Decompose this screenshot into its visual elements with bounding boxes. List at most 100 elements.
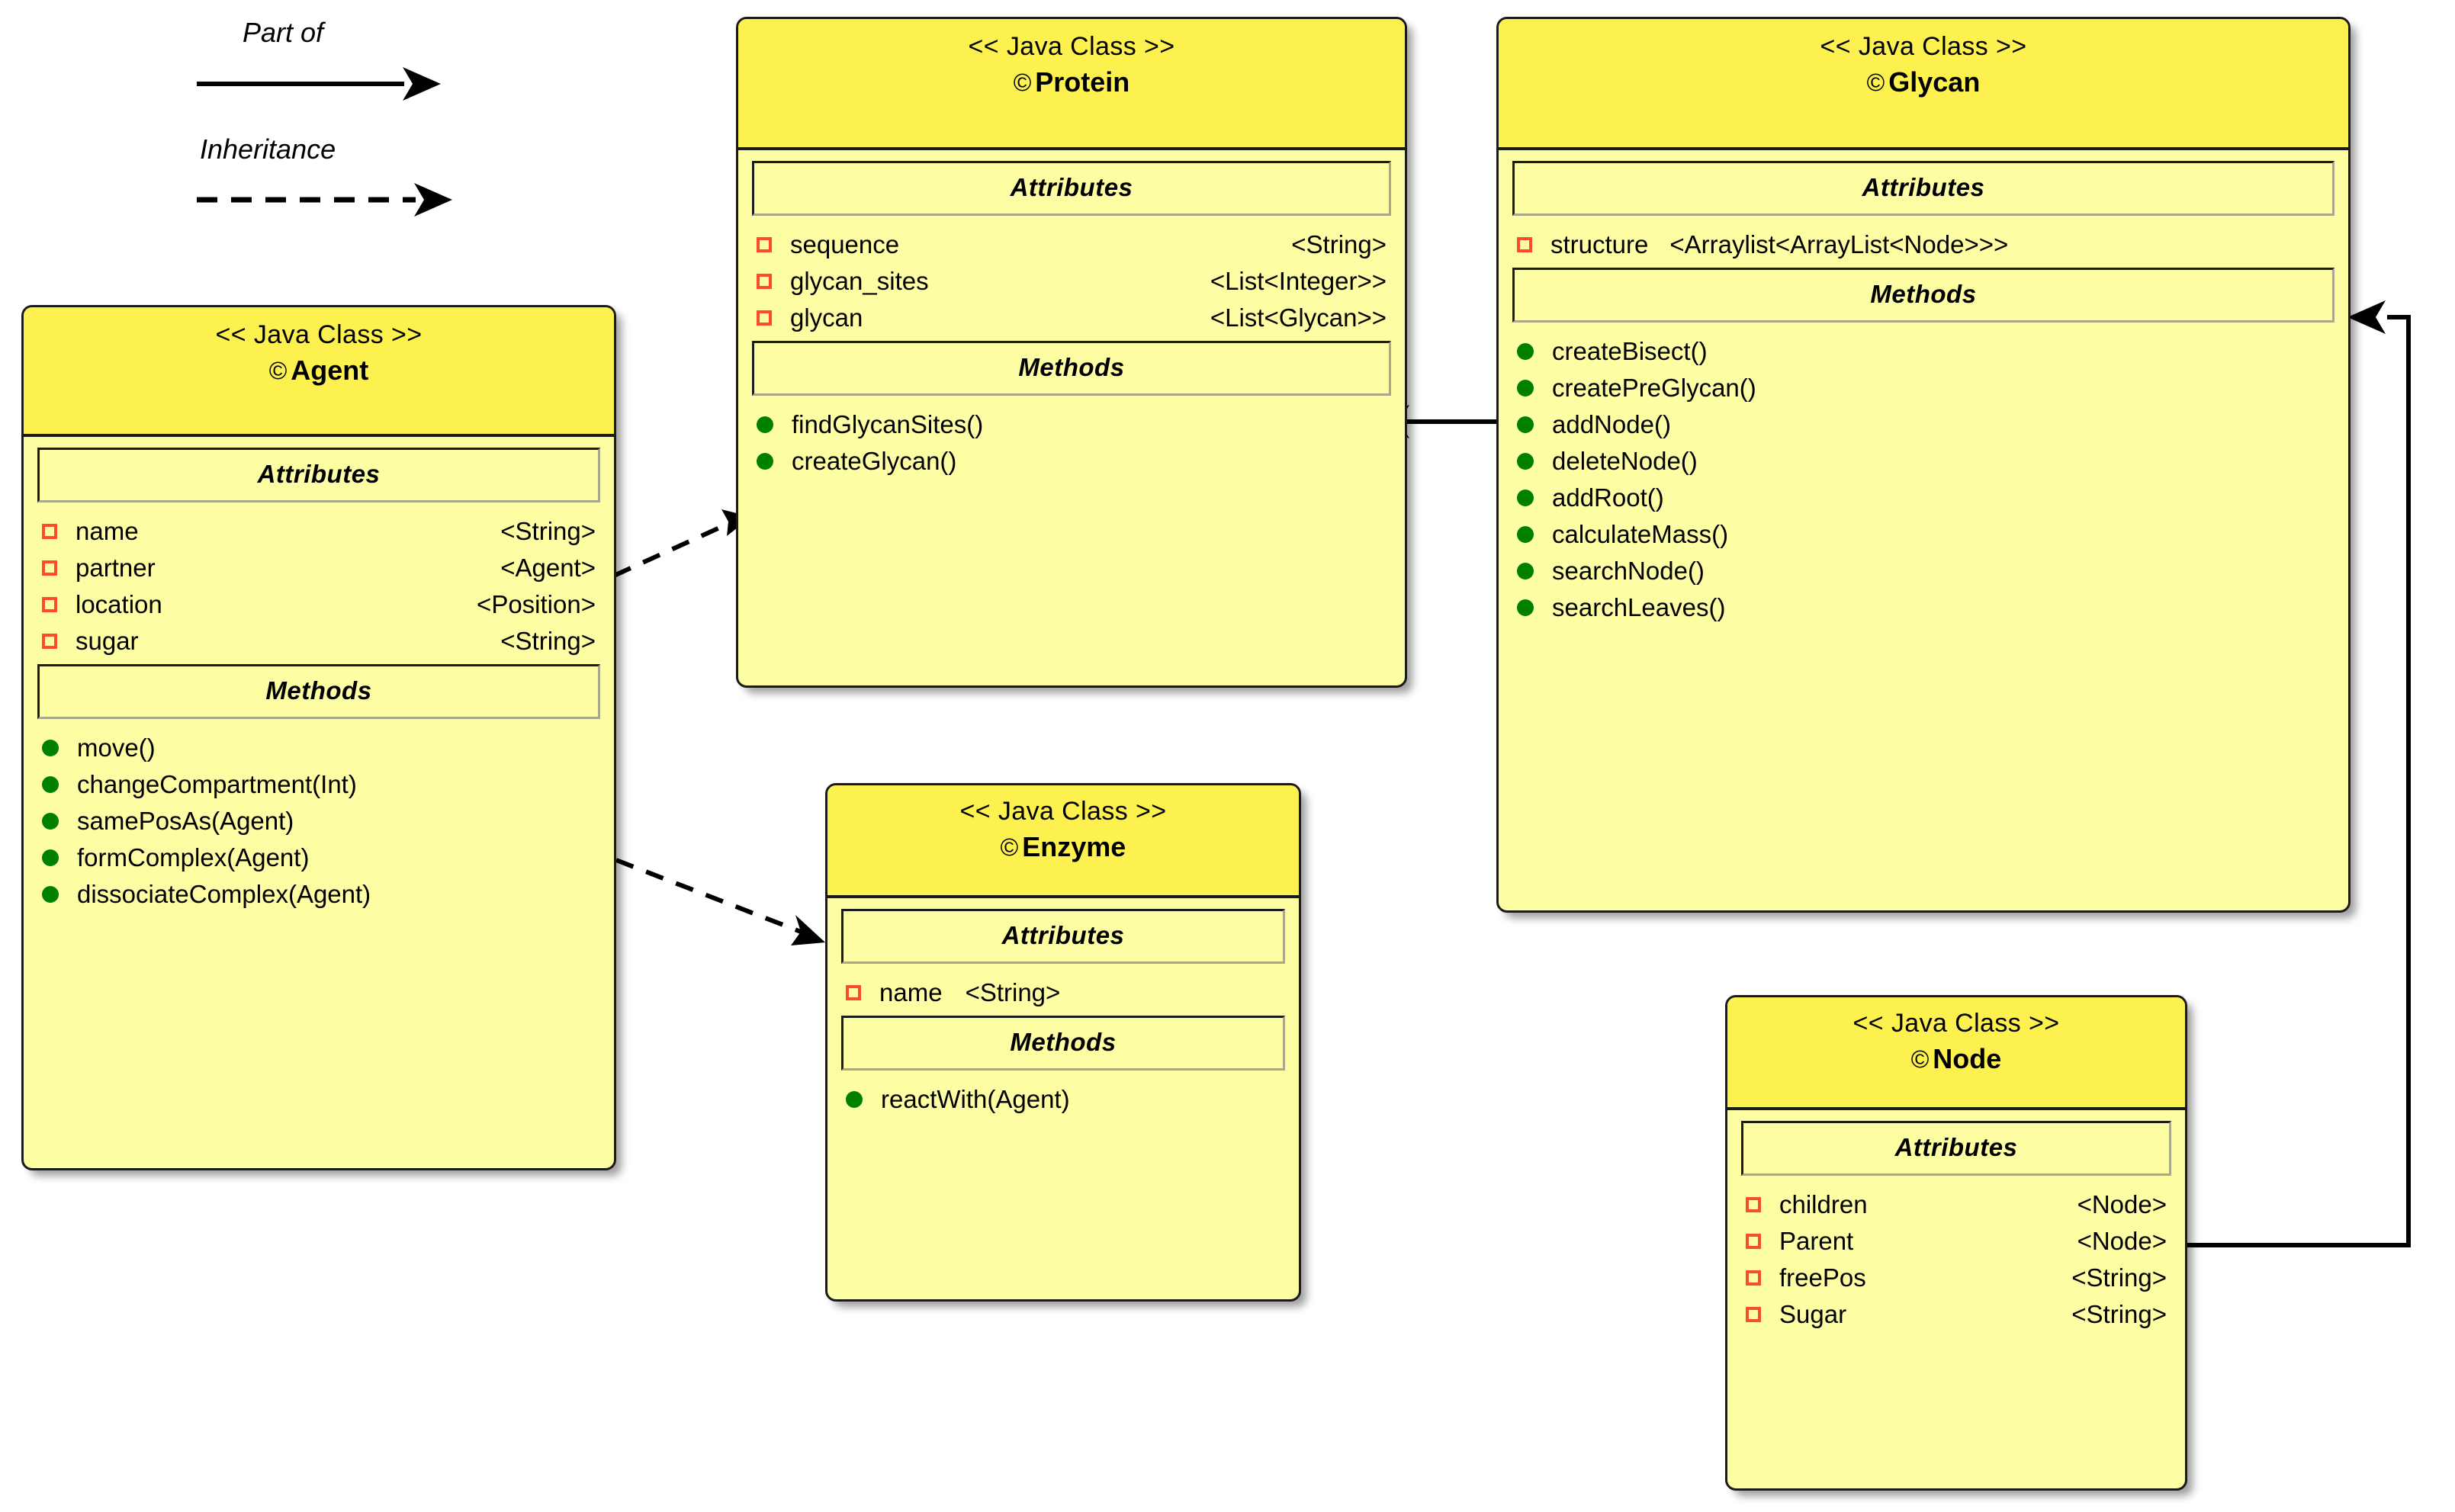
attribute-type: <List<Integer>> xyxy=(1210,267,1387,295)
attribute-row[interactable]: location <Position> xyxy=(42,586,596,623)
class-header-node: << Java Class >> ©Node xyxy=(1727,997,2185,1110)
attribute-row[interactable]: sugar <String> xyxy=(42,623,596,660)
class-title-glycan: ©Glycan xyxy=(1506,65,2341,99)
attribute-name: location xyxy=(76,590,162,618)
class-stereotype: << Java Class >> xyxy=(215,320,423,349)
attribute-row[interactable]: glycan_sites <List<Integer>> xyxy=(757,263,1387,300)
method-row[interactable]: searchNode() xyxy=(1517,553,2330,589)
attribute-marker-icon xyxy=(1746,1270,1761,1286)
class-title-protein: ©Protein xyxy=(746,65,1397,99)
class-body-node: Attributes children <Node> Parent <Node>… xyxy=(1727,1110,2185,1353)
edge-agent-to-enzyme xyxy=(615,858,825,945)
class-box-enzyme[interactable]: << Java Class >> ©Enzyme Attributes name… xyxy=(825,783,1301,1302)
attribute-row[interactable]: freePos <String> xyxy=(1746,1260,2167,1296)
method-name: createGlycan() xyxy=(792,447,957,475)
method-row[interactable]: createPreGlycan() xyxy=(1517,370,2330,406)
class-title-enzyme: ©Enzyme xyxy=(835,830,1291,864)
method-name: addNode() xyxy=(1552,410,1671,438)
attribute-marker-icon xyxy=(757,273,772,289)
method-row[interactable]: samePosAs(Agent) xyxy=(42,803,596,839)
methods-list-enzyme: reactWith(Agent) xyxy=(841,1071,1285,1122)
attributes-section-header: Attributes xyxy=(37,448,600,502)
method-marker-icon xyxy=(1517,379,1534,396)
method-marker-icon xyxy=(1517,489,1534,506)
attribute-row[interactable]: sequence <String> xyxy=(757,226,1387,263)
method-row[interactable]: dissociateComplex(Agent) xyxy=(42,876,596,913)
class-stereotype: << Java Class >> xyxy=(968,32,1175,61)
class-stereotype: << Java Class >> xyxy=(1852,1009,2060,1038)
attributes-section-header: Attributes xyxy=(841,909,1285,964)
class-body-agent: Attributes name <String> partner <Agent>… xyxy=(24,437,614,933)
attribute-row[interactable]: name <String> xyxy=(846,974,1281,1011)
method-marker-icon xyxy=(1517,525,1534,543)
method-row[interactable]: searchLeaves() xyxy=(1517,589,2330,626)
method-name: createBisect() xyxy=(1552,337,1708,365)
method-row[interactable]: createBisect() xyxy=(1517,333,2330,370)
attribute-type: <String> xyxy=(2071,1263,2167,1292)
class-header-glycan: << Java Class >> ©Glycan xyxy=(1499,19,2348,150)
method-row[interactable]: deleteNode() xyxy=(1517,443,2330,480)
class-icon: © xyxy=(268,357,288,385)
attribute-type: <List<Glycan>> xyxy=(1210,303,1387,332)
attribute-name: sugar xyxy=(76,627,139,655)
legend-arrow-inheritance xyxy=(197,183,452,217)
class-box-agent[interactable]: << Java Class >> ©Agent Attributes name … xyxy=(21,305,616,1170)
attributes-list-glycan: structure <Arraylist<ArrayList<Node>>> xyxy=(1512,216,2334,268)
method-row[interactable]: findGlycanSites() xyxy=(757,406,1387,443)
attribute-name: freePos xyxy=(1779,1263,1866,1292)
legend-label-part-of: Part of xyxy=(243,17,324,48)
attribute-row[interactable]: name <String> xyxy=(42,513,596,550)
class-name-text: Protein xyxy=(1035,66,1130,98)
attribute-row[interactable]: Parent <Node> xyxy=(1746,1223,2167,1260)
class-box-node[interactable]: << Java Class >> ©Node Attributes childr… xyxy=(1725,995,2187,1491)
attribute-type: <Node> xyxy=(2077,1227,2167,1255)
class-box-glycan[interactable]: << Java Class >> ©Glycan Attributes stru… xyxy=(1496,17,2351,913)
method-name: dissociateComplex(Agent) xyxy=(77,880,371,908)
class-header-enzyme: << Java Class >> ©Enzyme xyxy=(827,785,1299,898)
method-row[interactable]: reactWith(Agent) xyxy=(846,1081,1281,1118)
method-row[interactable]: move() xyxy=(42,730,596,766)
attribute-type: <Agent> xyxy=(500,554,596,582)
class-icon: © xyxy=(1910,1045,1930,1074)
method-row[interactable]: createGlycan() xyxy=(757,443,1387,480)
method-row[interactable]: calculateMass() xyxy=(1517,516,2330,553)
method-marker-icon xyxy=(1517,452,1534,470)
attribute-row[interactable]: children <Node> xyxy=(1746,1186,2167,1223)
attribute-marker-icon xyxy=(1746,1306,1761,1322)
class-title-node: ©Node xyxy=(1735,1042,2177,1076)
legend-arrow-part-of xyxy=(197,67,441,101)
class-icon: © xyxy=(1013,69,1032,97)
method-name: deleteNode() xyxy=(1552,447,1698,475)
method-marker-icon xyxy=(42,739,59,756)
methods-section-header: Methods xyxy=(37,664,600,719)
class-name-text: Glycan xyxy=(1888,66,1981,98)
attribute-row[interactable]: partner <Agent> xyxy=(42,550,596,586)
attribute-name: partner xyxy=(76,554,156,582)
methods-list-glycan: createBisect() createPreGlycan() addNode… xyxy=(1512,323,2334,631)
class-name-text: Agent xyxy=(291,355,369,387)
method-name: move() xyxy=(77,734,156,762)
class-header-agent: << Java Class >> ©Agent xyxy=(24,307,614,437)
attribute-name: sequence xyxy=(790,230,900,258)
attribute-name: structure xyxy=(1550,230,1649,258)
attribute-row[interactable]: Sugar <String> xyxy=(1746,1296,2167,1333)
attribute-marker-icon xyxy=(1517,236,1532,252)
class-icon: © xyxy=(1000,833,1019,862)
attribute-marker-icon xyxy=(846,984,861,1000)
attribute-name: Sugar xyxy=(1779,1300,1847,1328)
method-row[interactable]: changeCompartment(Int) xyxy=(42,766,596,803)
attribute-row[interactable]: glycan <List<Glycan>> xyxy=(757,300,1387,336)
method-row[interactable]: formComplex(Agent) xyxy=(42,839,596,876)
attribute-row[interactable]: structure <Arraylist<ArrayList<Node>>> xyxy=(1517,226,2330,263)
class-box-protein[interactable]: << Java Class >> ©Protein Attributes seq… xyxy=(736,17,1407,688)
attributes-section-header: Attributes xyxy=(1512,161,2334,216)
class-name-text: Enzyme xyxy=(1022,831,1126,863)
method-row[interactable]: addRoot() xyxy=(1517,480,2330,516)
method-marker-icon xyxy=(846,1090,863,1108)
attribute-type: <Arraylist<ArrayList<Node>>> xyxy=(1669,230,2009,258)
method-row[interactable]: addNode() xyxy=(1517,406,2330,443)
method-name: addRoot() xyxy=(1552,483,1664,512)
class-stereotype: << Java Class >> xyxy=(959,797,1167,826)
attributes-list-agent: name <String> partner <Agent> location <… xyxy=(37,502,600,664)
